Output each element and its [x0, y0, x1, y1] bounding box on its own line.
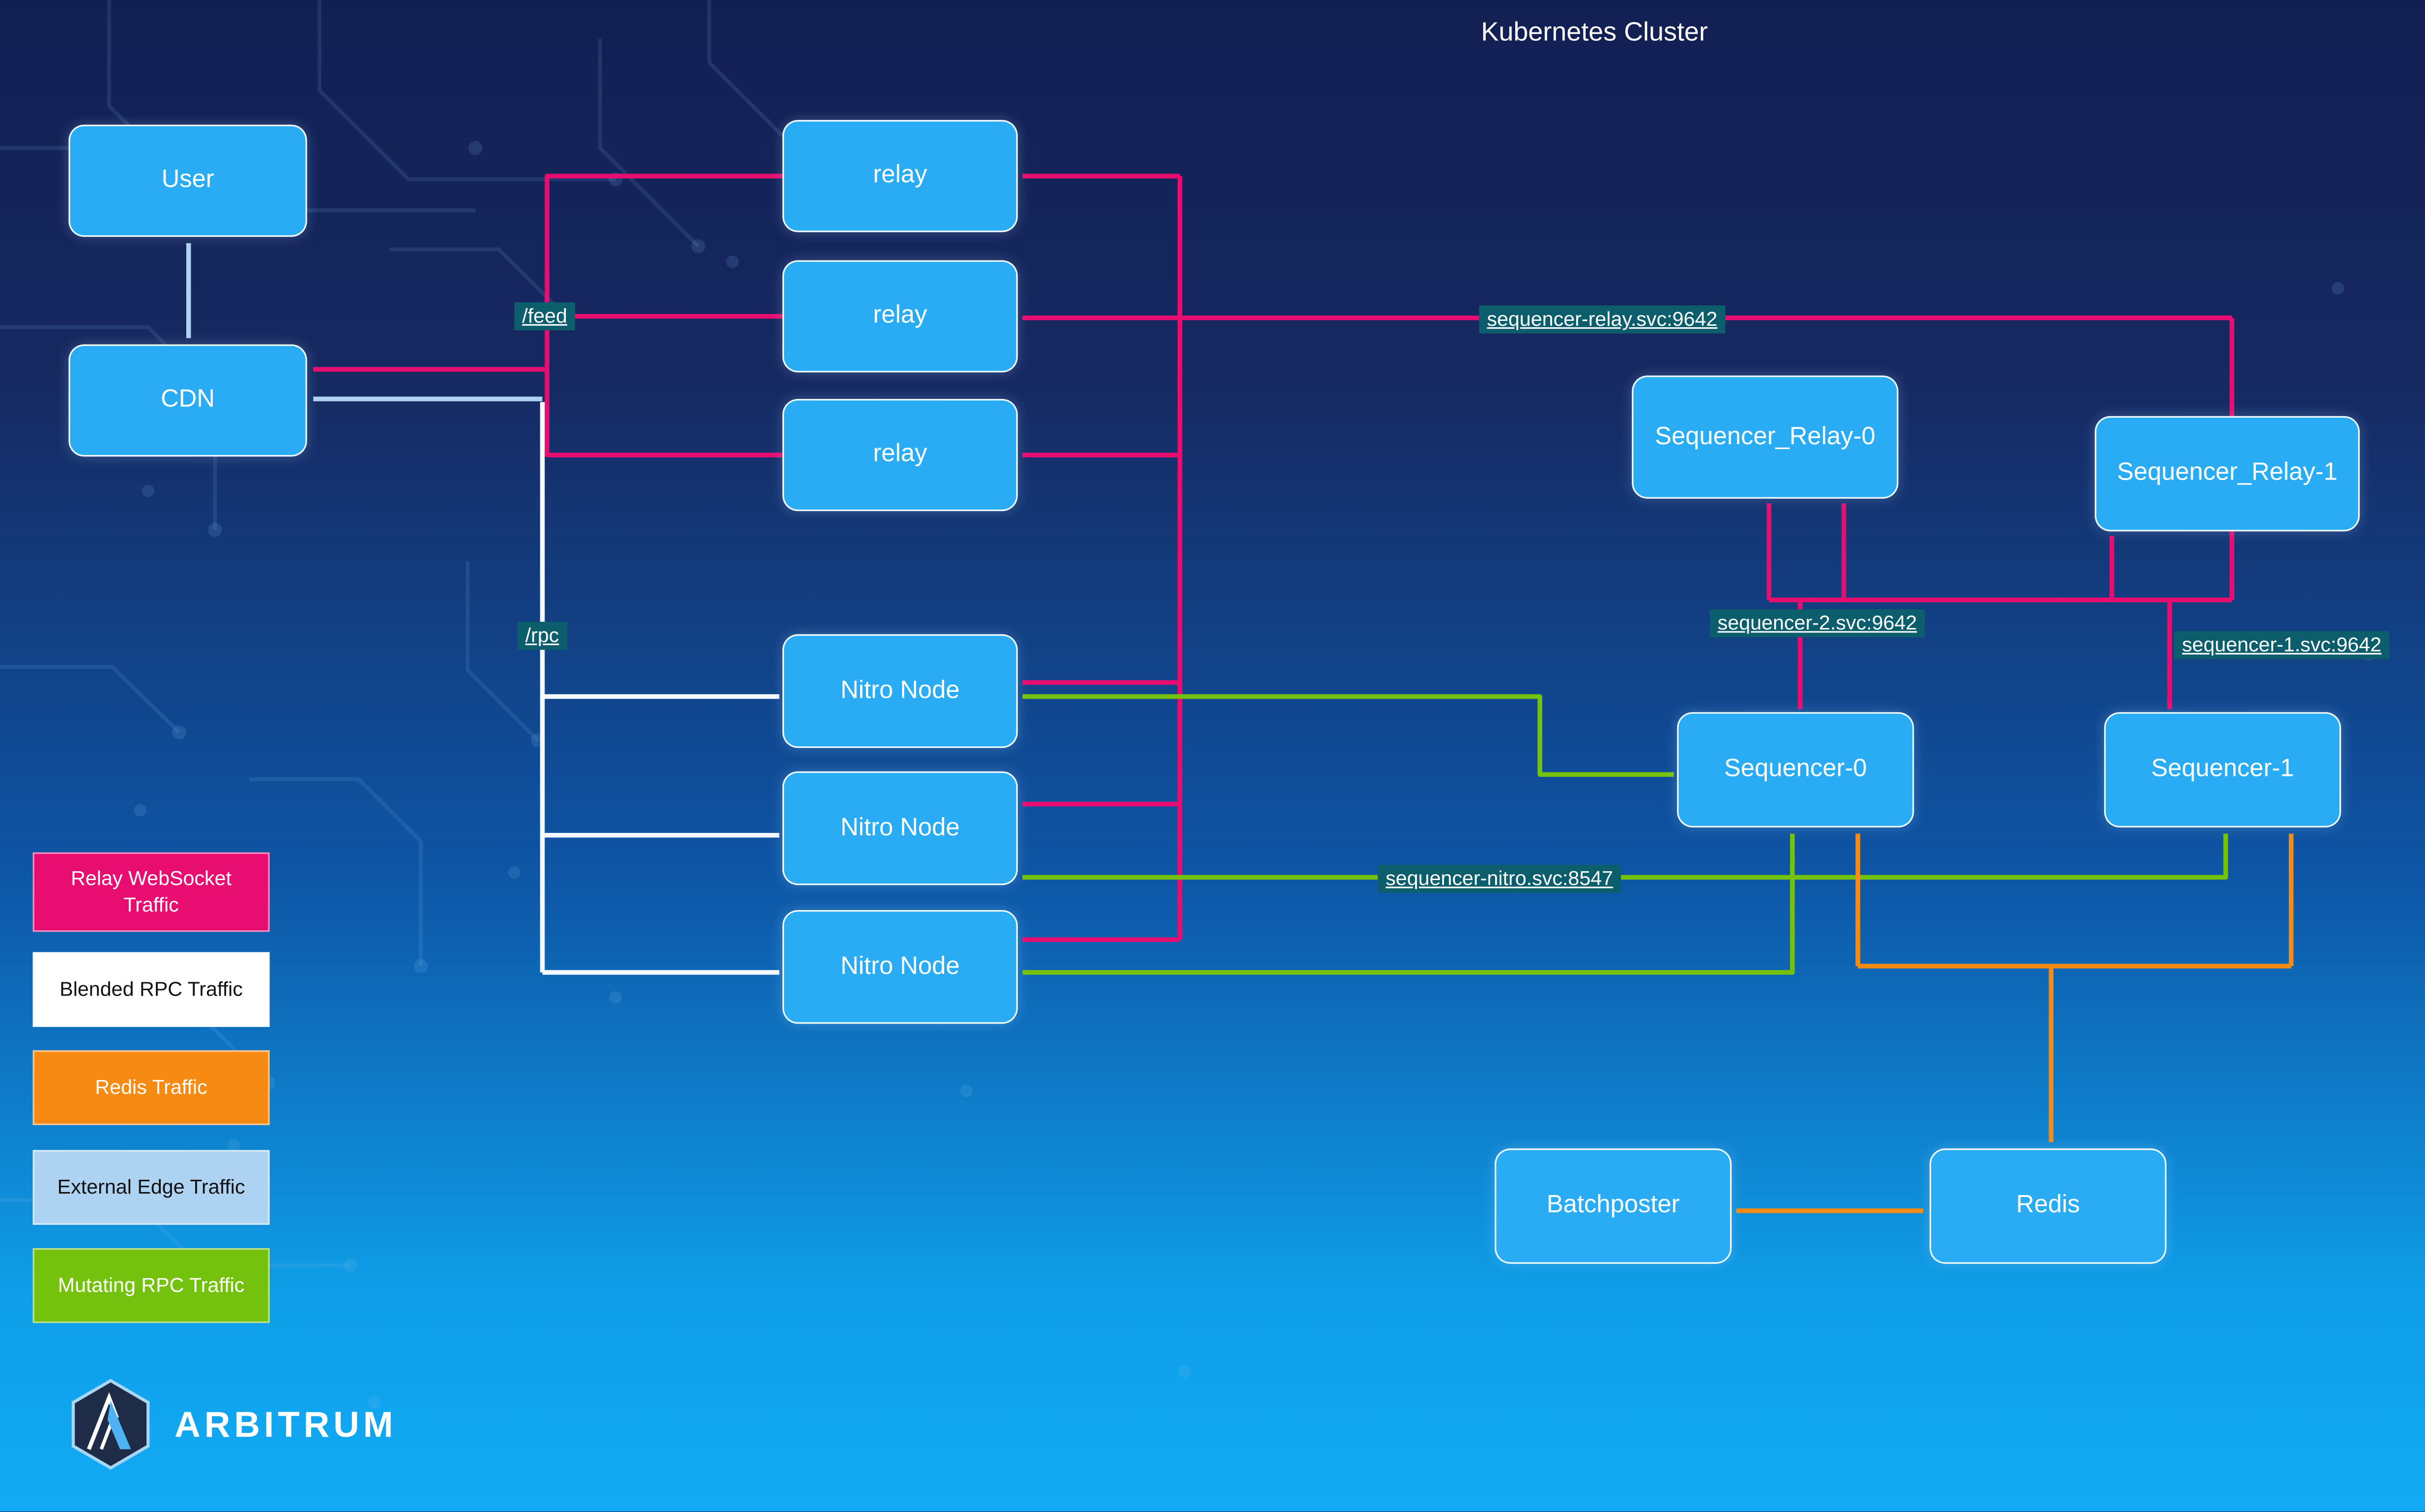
node-relay-2: relay	[782, 260, 1018, 372]
node-sequencer-relay-0: Sequencer_Relay-0	[1632, 375, 1899, 499]
edge-nitro2-sequencer1	[1022, 833, 2228, 880]
node-nitro-node-3: Nitro Node	[782, 910, 1018, 1024]
edge-label-feed: /feed	[514, 302, 575, 331]
arbitrum-logo-icon	[71, 1379, 150, 1470]
diagram-title: Kubernetes Cluster	[1481, 17, 1708, 47]
node-relay-3: relay	[782, 399, 1018, 512]
edge-nitro1-sequencer0	[1022, 694, 1674, 777]
redis-edges	[1736, 833, 2294, 1213]
node-nitro-node-2: Nitro Node	[782, 771, 1018, 885]
edge-label-rpc: /rpc	[517, 622, 567, 651]
node-sequencer-0: Sequencer-0	[1677, 712, 1914, 827]
node-sequencer-relay-1: Sequencer_Relay-1	[2095, 416, 2360, 532]
legend-item-mutating-rpc-traffic: Mutating RPC Traffic	[32, 1248, 270, 1323]
edge-label-sequencer-relay-svc: sequencer-relay.svc:9642	[1479, 305, 1726, 334]
relay-websocket-edges	[313, 173, 2234, 942]
node-batchposter: Batchposter	[1495, 1148, 1732, 1264]
legend-item-relay-websocket-traffic: Relay WebSocket Traffic	[32, 852, 270, 932]
node-sequencer-1: Sequencer-1	[2104, 712, 2341, 827]
node-relay-1: relay	[782, 120, 1018, 232]
mutating-rpc-edges	[1022, 694, 2228, 975]
legend-item-external-edge-traffic: External Edge Traffic	[32, 1150, 270, 1225]
edge-nitro3-sequencer0	[1022, 833, 1795, 975]
legend-item-redis-traffic: Redis Traffic	[32, 1050, 270, 1125]
arbitrum-logo: ARBITRUM	[69, 1377, 397, 1471]
edge-label-sequencer-nitro-svc: sequencer-nitro.svc:8547	[1378, 865, 1621, 893]
node-redis: Redis	[1929, 1148, 2166, 1264]
node-cdn: CDN	[68, 344, 307, 457]
external-edge-edges	[186, 243, 543, 401]
node-user: User	[68, 124, 307, 237]
edge-label-sequencer-2-svc: sequencer-2.svc:9642	[1709, 609, 1925, 638]
edge-label-sequencer-1-svc: sequencer-1.svc:9642	[2174, 631, 2390, 660]
legend-item-blended-rpc-traffic: Blended RPC Traffic	[32, 952, 270, 1027]
arbitrum-logo-text: ARBITRUM	[174, 1403, 397, 1444]
blended-rpc-edges	[540, 402, 779, 975]
node-nitro-node-1: Nitro Node	[782, 634, 1018, 748]
